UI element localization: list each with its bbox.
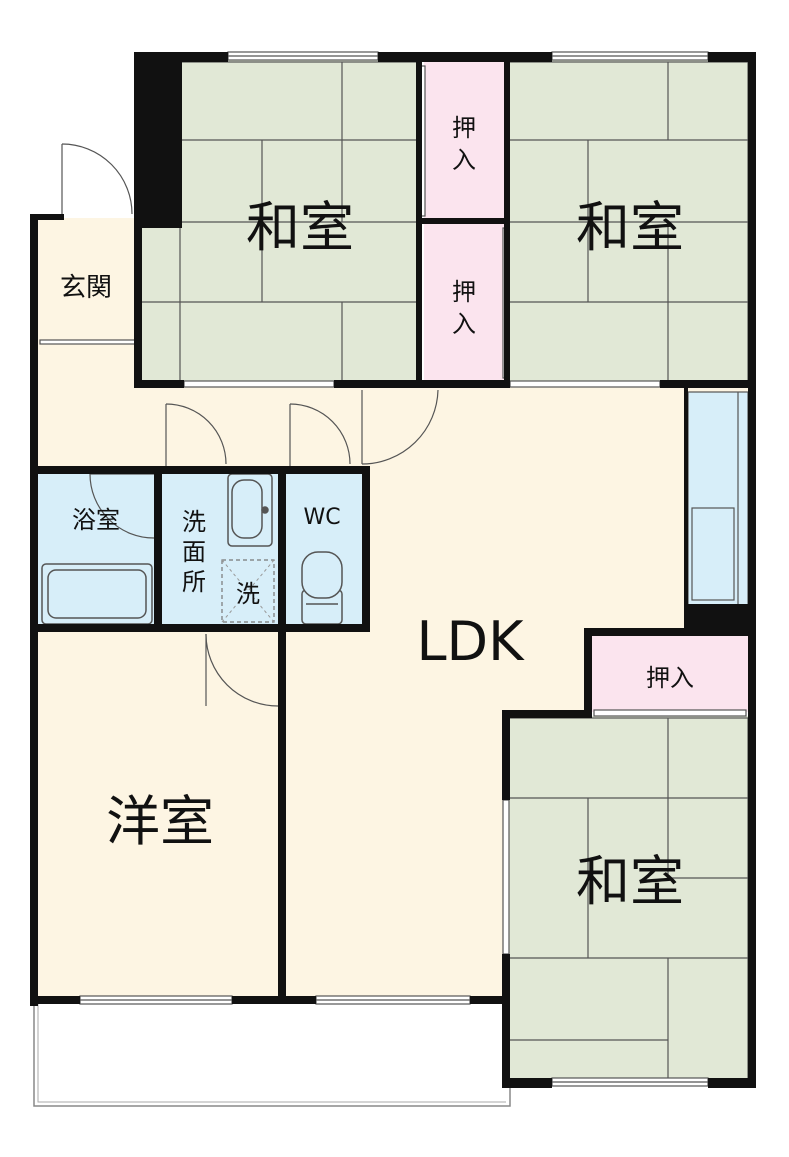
door-swings [61,143,439,707]
room-label-yoshitsu: 洋室 [106,790,214,853]
toilet [301,551,343,625]
closet-label-right: 押入 [646,664,694,692]
room-label-wc: WC [303,505,340,530]
room-label-washroom-2: 面 [182,538,206,566]
closet-label-upper-2: 入 [452,146,476,174]
room-label-washitsu-bottom-right: 和室 [576,850,684,913]
closet-label-lower-2: 入 [452,310,476,338]
tatami-room-top-right [507,58,752,384]
closet-label-lower-1: 押 [452,278,476,306]
closet-label-upper-1: 押 [452,114,476,142]
room-labels: 和室 和室 和室 洋室 LDK 玄関 浴室 WC 洗 面 所 洗 押 入 押 入… [60,114,694,913]
room-label-washitsu-top-right: 和室 [576,196,684,259]
label-washer: 洗 [236,580,260,608]
room-label-washroom-3: 所 [182,568,206,596]
room-label-washitsu-top-left: 和室 [246,196,354,259]
room-label-washroom-1: 洗 [182,508,206,536]
washbasin [227,473,273,547]
room-label-genkan: 玄関 [60,273,112,303]
room-label-ldk: LDK [416,610,525,673]
walls [30,52,756,1088]
floor-fills [36,60,750,1000]
bathtub [41,563,153,625]
room-label-bathroom: 浴室 [72,506,120,534]
balcony [33,1000,511,1107]
washing-machine-space [221,559,275,623]
